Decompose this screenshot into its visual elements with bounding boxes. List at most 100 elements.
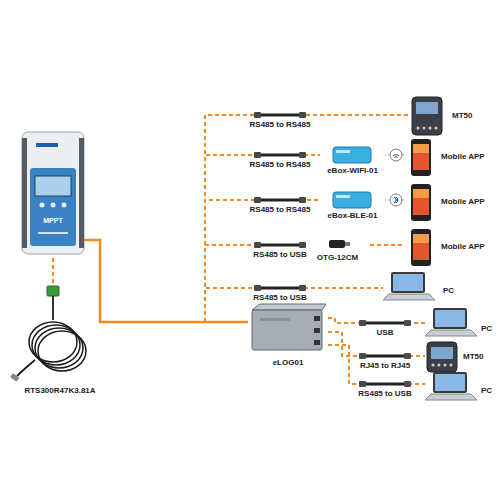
cable-icon <box>254 112 306 118</box>
temperature-sensor: RTS300R47K3.81A <box>5 284 115 400</box>
meter-button <box>450 364 453 367</box>
logger-groove <box>260 318 290 321</box>
adapter-box <box>333 147 371 163</box>
wifi-waves <box>393 155 399 158</box>
cable-plug <box>254 112 261 118</box>
mobile-phone: Mobile APP <box>405 228 495 268</box>
meter-button <box>423 127 426 130</box>
bluetooth-rune <box>394 197 398 203</box>
logger-port <box>314 328 320 333</box>
node-outline <box>410 95 485 137</box>
mobile-phone: Mobile APP <box>405 183 495 223</box>
cable-line <box>84 115 410 322</box>
node-outline <box>22 128 84 258</box>
cable-plug <box>299 242 306 248</box>
phone-screen <box>413 234 429 260</box>
node-outline <box>425 306 497 340</box>
phone-screen <box>413 189 429 215</box>
cable-plug <box>404 353 411 359</box>
node-label: MT50 <box>463 352 497 361</box>
cable-body <box>365 355 405 358</box>
node-label: Mobile APP <box>441 242 495 251</box>
meter-body <box>427 342 457 372</box>
cable-line <box>84 240 383 322</box>
wireless-ring <box>390 194 402 206</box>
cable-icon <box>359 381 411 387</box>
cable-line <box>370 244 405 246</box>
bluetooth-adapter: eBox-BLE-01 <box>320 190 385 222</box>
cable-label: RS485 to USB <box>230 293 330 302</box>
wireless-symbol <box>390 149 402 161</box>
phone-screen <box>413 144 429 170</box>
cable-plug <box>254 285 261 291</box>
cable-plug <box>359 353 366 359</box>
node-label: eBox-WIFI-01 <box>320 166 385 175</box>
node-label: OTG-12CM <box>305 253 370 262</box>
node-label: RTS300R47K3.81A <box>5 386 115 395</box>
charge-controller: MPPT <box>22 128 84 258</box>
cable-plug <box>254 197 261 203</box>
cable-plug <box>254 152 261 158</box>
cable-plug <box>254 242 261 248</box>
wireless-ring <box>390 149 402 161</box>
cable-plug <box>359 320 366 326</box>
cable-icon <box>254 197 306 203</box>
laptop-lid <box>433 372 467 393</box>
adapter-box <box>333 192 371 208</box>
phone-body <box>411 184 431 221</box>
meter-screen <box>431 347 453 359</box>
node-label: Mobile APP <box>441 197 495 206</box>
meter-button <box>435 127 438 130</box>
cable-body <box>260 199 300 202</box>
phone-screen-glow <box>413 189 429 198</box>
logger-port <box>314 340 320 345</box>
cable-icon <box>359 320 411 326</box>
meter-button <box>444 364 447 367</box>
meter-button <box>432 364 435 367</box>
heat-fin <box>79 138 84 248</box>
cable-label: RS485 to USB <box>230 250 330 259</box>
cable-line <box>52 258 54 284</box>
node-label: PC <box>481 324 497 333</box>
node-label: MT50 <box>452 111 485 120</box>
lcd-screen <box>35 176 71 196</box>
cable-label: USB <box>335 328 435 337</box>
cable-plug <box>404 381 411 387</box>
laptop-base <box>425 330 477 336</box>
front-panel <box>30 168 76 246</box>
sensor-probe <box>10 373 19 382</box>
phone-body <box>411 139 431 176</box>
cable-plug <box>299 152 306 158</box>
phone-body <box>411 229 431 266</box>
cable-plug <box>299 112 306 118</box>
meter-button <box>429 127 432 130</box>
cable-icon <box>254 152 306 158</box>
laptop-pc: PC <box>383 270 463 306</box>
node-label: eBox-BLE-01 <box>320 211 385 220</box>
cable-label: RS485 to RS485 <box>230 120 330 129</box>
cable-body <box>365 322 405 325</box>
otg-tip <box>345 242 350 246</box>
cable-coil <box>38 331 86 371</box>
cable-label: RJ45 to RJ45 <box>335 361 435 370</box>
cable-label: RS485 to RS485 <box>230 160 330 169</box>
node-label: PC <box>481 386 497 395</box>
cable-body <box>260 287 300 290</box>
cable-plug <box>299 197 306 203</box>
cable-line <box>84 240 248 322</box>
mobile-phone: Mobile APP <box>405 138 495 178</box>
otg-adapter: OTG-12CM <box>305 236 370 268</box>
cable-body <box>260 114 300 117</box>
node-outline <box>305 236 370 268</box>
sensor-cable <box>17 360 35 376</box>
cable-plug <box>299 285 306 291</box>
node-outline <box>425 340 497 374</box>
node-label: eLOG01 <box>248 358 328 367</box>
laptop-pc: PC <box>425 370 497 402</box>
cable-body <box>260 244 300 247</box>
cable-icon <box>254 242 306 248</box>
node-label: PC <box>443 286 463 295</box>
